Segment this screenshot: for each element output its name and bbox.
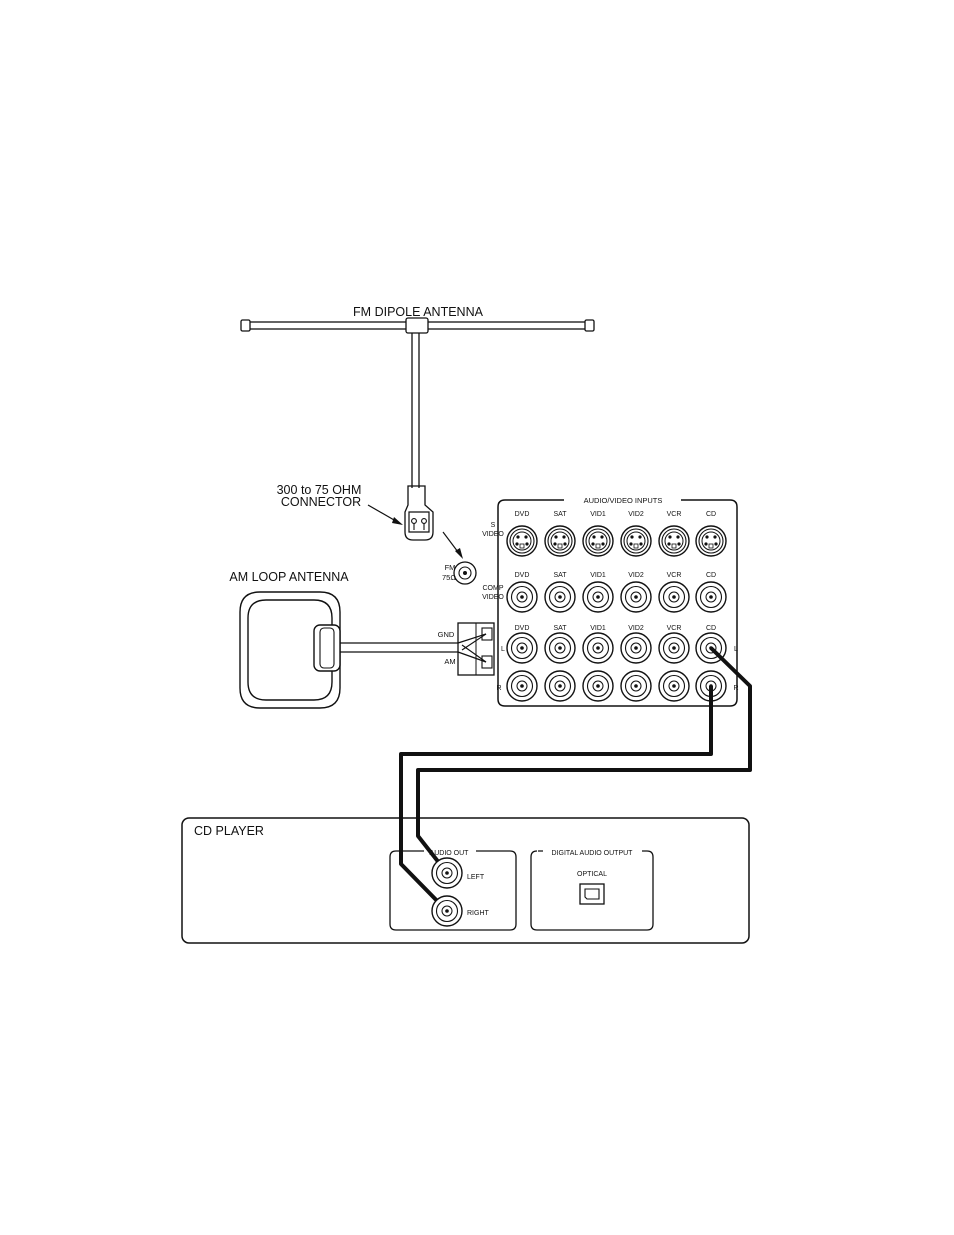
jack-label-cd: CD (706, 511, 716, 518)
jack-label-sat: SAT (553, 572, 567, 579)
jack-label-cd: CD (706, 625, 716, 632)
am-antenna-label: AM LOOP ANTENNA (229, 570, 349, 584)
jack-label-vcr: VCR (667, 511, 682, 518)
cd-right-jack (432, 896, 462, 926)
rca-jack-vcr (659, 671, 689, 701)
fm-antenna-label: FM DIPOLE ANTENNA (353, 305, 484, 319)
av-panel-title: AUDIO/VIDEO INPUTS (584, 496, 663, 505)
svideo-jack-vid1 (583, 526, 613, 556)
rca-jack-dvd (507, 671, 537, 701)
rca-jack-vid1 (583, 633, 613, 663)
gnd-label: GND (438, 630, 455, 639)
jack-label-vid2: VID2 (628, 625, 644, 632)
rca-jack-dvd (507, 633, 537, 663)
cd-right-label: RIGHT (467, 910, 490, 917)
am-label: AM (444, 657, 455, 666)
fm-terminal-label-2: 75Ω (442, 573, 456, 582)
rca-jack-vid2 (621, 633, 651, 663)
svideo-row-label-2: VIDEO (482, 531, 504, 538)
optical-port (580, 884, 604, 904)
rca-jack-sat (545, 582, 575, 612)
rca-jack-vcr (659, 582, 689, 612)
svideo-row-label-1: S (491, 522, 496, 529)
jack-label-sat: SAT (553, 625, 567, 632)
rca-jack-dvd (507, 582, 537, 612)
rca-jack-sat (545, 633, 575, 663)
rca-jack-cd (696, 582, 726, 612)
rca-jack-sat (545, 671, 575, 701)
svideo-jack-cd (696, 526, 726, 556)
jack-label-dvd: DVD (515, 572, 530, 579)
svideo-jack-vid2 (621, 526, 651, 556)
jack-label-vcr: VCR (667, 625, 682, 632)
jack-label-vid1: VID1 (590, 511, 606, 518)
cd-player-title: CD PLAYER (194, 824, 264, 838)
am-loop-antenna: AM LOOP ANTENNA (229, 570, 458, 708)
audio-r-right-label: R (733, 685, 738, 692)
optical-label: OPTICAL (577, 871, 607, 878)
audio-l-side-label: L (501, 646, 505, 653)
jack-label-sat: SAT (553, 511, 567, 518)
rca-jack-vid2 (621, 582, 651, 612)
jack-label-vid2: VID2 (628, 511, 644, 518)
rca-jack-vcr (659, 633, 689, 663)
balun-connector: 300 to 75 OHM CONNECTOR (277, 483, 463, 559)
jack-label-vid2: VID2 (628, 572, 644, 579)
digital-out-label: DIGITAL AUDIO OUTPUT (552, 850, 634, 857)
jack-label-vid1: VID1 (590, 625, 606, 632)
cd-player: CD PLAYER AUDIO OUT LEFT RIGHT DIGITAL A… (182, 818, 749, 943)
jack-label-cd: CD (706, 572, 716, 579)
jack-label-dvd: DVD (515, 625, 530, 632)
jack-label-dvd: DVD (515, 511, 530, 518)
cd-output-jacks (432, 858, 462, 926)
rca-jack-vid1 (583, 582, 613, 612)
svideo-jack-dvd (507, 526, 537, 556)
cd-left-jack (432, 858, 462, 888)
audio-l-right-label: L (734, 646, 738, 653)
comp-row-label-1: COMP (483, 585, 504, 592)
jack-label-vid1: VID1 (590, 572, 606, 579)
fm-terminal-label-1: FM (445, 563, 456, 572)
svideo-jack-vcr (659, 526, 689, 556)
rca-jack-vid2 (621, 671, 651, 701)
rca-jack-vid1 (583, 671, 613, 701)
am-gnd-terminal-block: GND AM (438, 623, 494, 675)
svideo-jack-sat (545, 526, 575, 556)
connector-label-2: CONNECTOR (281, 495, 361, 509)
fm-dipole-antenna: FM DIPOLE ANTENNA (241, 305, 594, 488)
comp-row-label-2: VIDEO (482, 594, 504, 601)
cd-left-label: LEFT (467, 874, 485, 881)
fm-75-ohm-terminal: FM 75Ω (442, 562, 476, 584)
jack-label-vcr: VCR (667, 572, 682, 579)
audio-r-side-label: R (496, 685, 501, 692)
audio-out-label: AUDIO OUT (430, 850, 470, 857)
